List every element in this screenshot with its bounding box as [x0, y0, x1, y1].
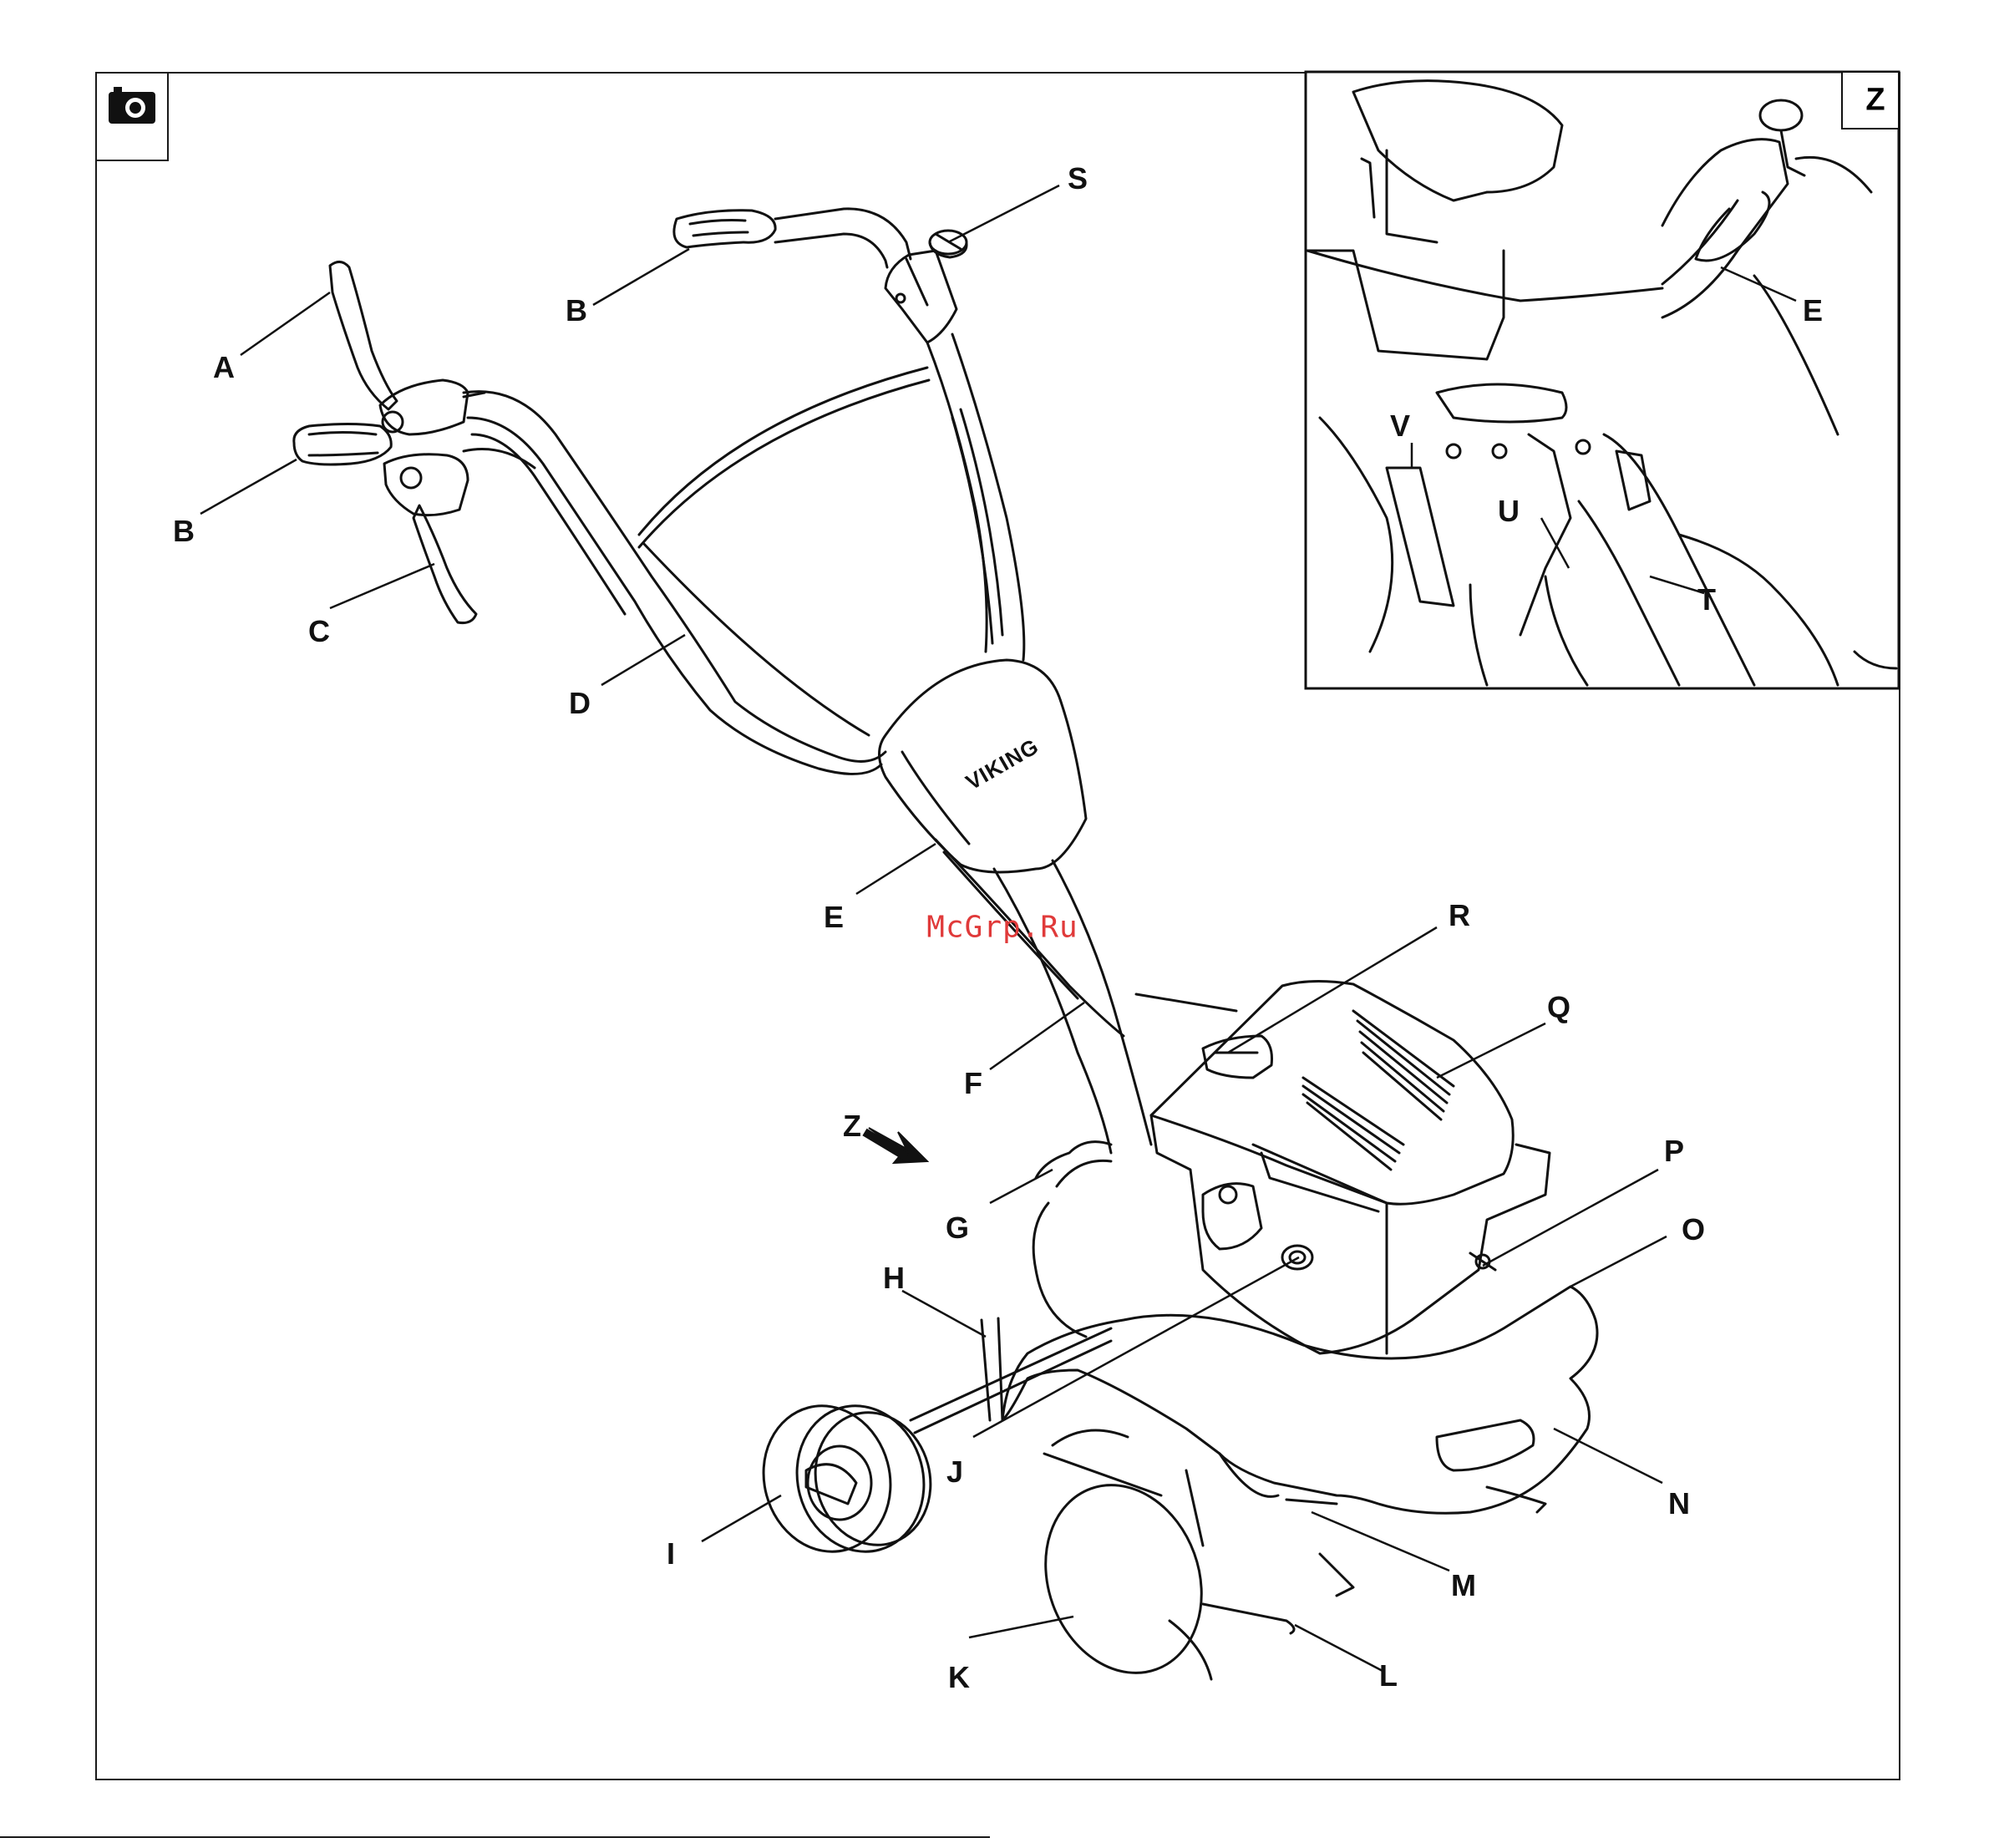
- footer-rule: [0, 1836, 990, 1838]
- callout-b-left: B: [173, 516, 195, 546]
- callout-m: M: [1451, 1571, 1476, 1601]
- callout-p: P: [1664, 1136, 1684, 1166]
- callout-c: C: [308, 617, 330, 647]
- callout-r: R: [1449, 901, 1470, 931]
- callout-d: D: [569, 688, 591, 718]
- callout-j: J: [946, 1457, 963, 1487]
- callout-e: E: [824, 902, 844, 932]
- callout-k: K: [948, 1663, 970, 1693]
- view-arrow-icon: [869, 1128, 927, 1163]
- callout-g: G: [946, 1213, 969, 1243]
- callout-n: N: [1668, 1489, 1690, 1519]
- handlebar: [464, 209, 1236, 1153]
- callout-h: H: [883, 1263, 905, 1293]
- callout-u: U: [1498, 496, 1520, 526]
- callout-o: O: [1682, 1215, 1705, 1245]
- callout-i: I: [667, 1539, 675, 1569]
- inset-z-label: Z: [1865, 83, 1885, 119]
- tines: [1020, 1142, 1545, 1695]
- inset-detail: [1306, 72, 1899, 688]
- callout-t: T: [1697, 585, 1716, 615]
- view-z-label: Z: [843, 1111, 861, 1141]
- callout-f: F: [964, 1069, 982, 1099]
- watermark: McGrp.Ru: [926, 911, 1078, 945]
- callout-b-right: B: [566, 296, 587, 326]
- engine: [1151, 981, 1550, 1353]
- callout-q: Q: [1547, 993, 1570, 1023]
- callout-e-inset: E: [1803, 296, 1823, 326]
- callout-l: L: [1379, 1661, 1398, 1691]
- callout-s: S: [1068, 164, 1088, 194]
- callout-v: V: [1390, 411, 1410, 441]
- callout-a: A: [213, 353, 235, 383]
- shield: [1002, 1287, 1597, 1513]
